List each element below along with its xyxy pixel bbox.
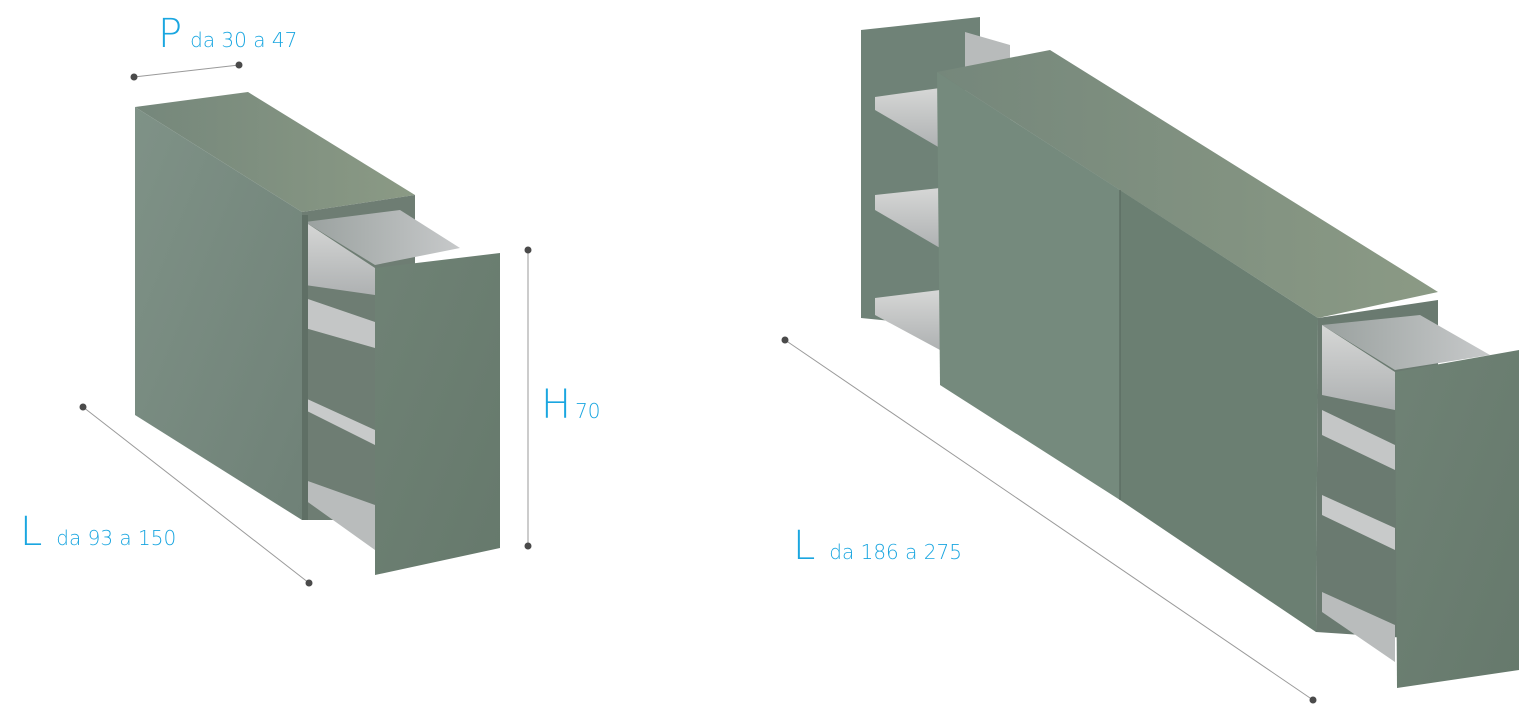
small-length-range: da 93 a 150 [56, 526, 177, 550]
small-cabinet-top [135, 92, 415, 212]
small-dimension-lines [79, 61, 532, 587]
large-bookcase-shelf-3 [875, 290, 940, 350]
large-length-range: da 186 a 275 [829, 540, 962, 564]
large-drawer-back [1322, 315, 1490, 370]
small-drawer-shelf-1 [305, 298, 375, 348]
small-height-letter: H [541, 382, 572, 428]
large-drawer-front [1395, 350, 1519, 688]
small-cabinet [135, 92, 500, 575]
large-cabinet [861, 17, 1519, 688]
small-drawer-shelf-3 [305, 480, 375, 550]
small-drawer-shelf-2 [305, 398, 375, 445]
large-drawer-shelf-1 [1322, 410, 1395, 470]
large-cabinet-door-right [1120, 190, 1318, 632]
large-drawer-shelf-2 [1322, 495, 1395, 550]
small-length-letter: L [20, 509, 43, 555]
small-depth-range: da 30 a 47 [190, 28, 298, 52]
large-bookcase-shelf-1 [875, 88, 940, 148]
large-bookcase-shelf-2 [875, 188, 940, 248]
small-height-range: 70 [575, 399, 601, 423]
large-cabinet-door-left [937, 72, 1120, 500]
small-drawer-front [375, 253, 500, 575]
small-cabinet-side [135, 107, 302, 520]
large-drawer-shelf-3 [1322, 592, 1395, 662]
small-depth-letter: P [158, 11, 183, 57]
small-drawer-shelf-top [305, 222, 375, 295]
large-dimension-lines [781, 336, 1317, 704]
small-drawer-back [305, 210, 460, 265]
large-drawer-shelf-top [1322, 325, 1395, 410]
large-cabinet-top [937, 50, 1438, 318]
large-length-letter: L [793, 523, 816, 569]
